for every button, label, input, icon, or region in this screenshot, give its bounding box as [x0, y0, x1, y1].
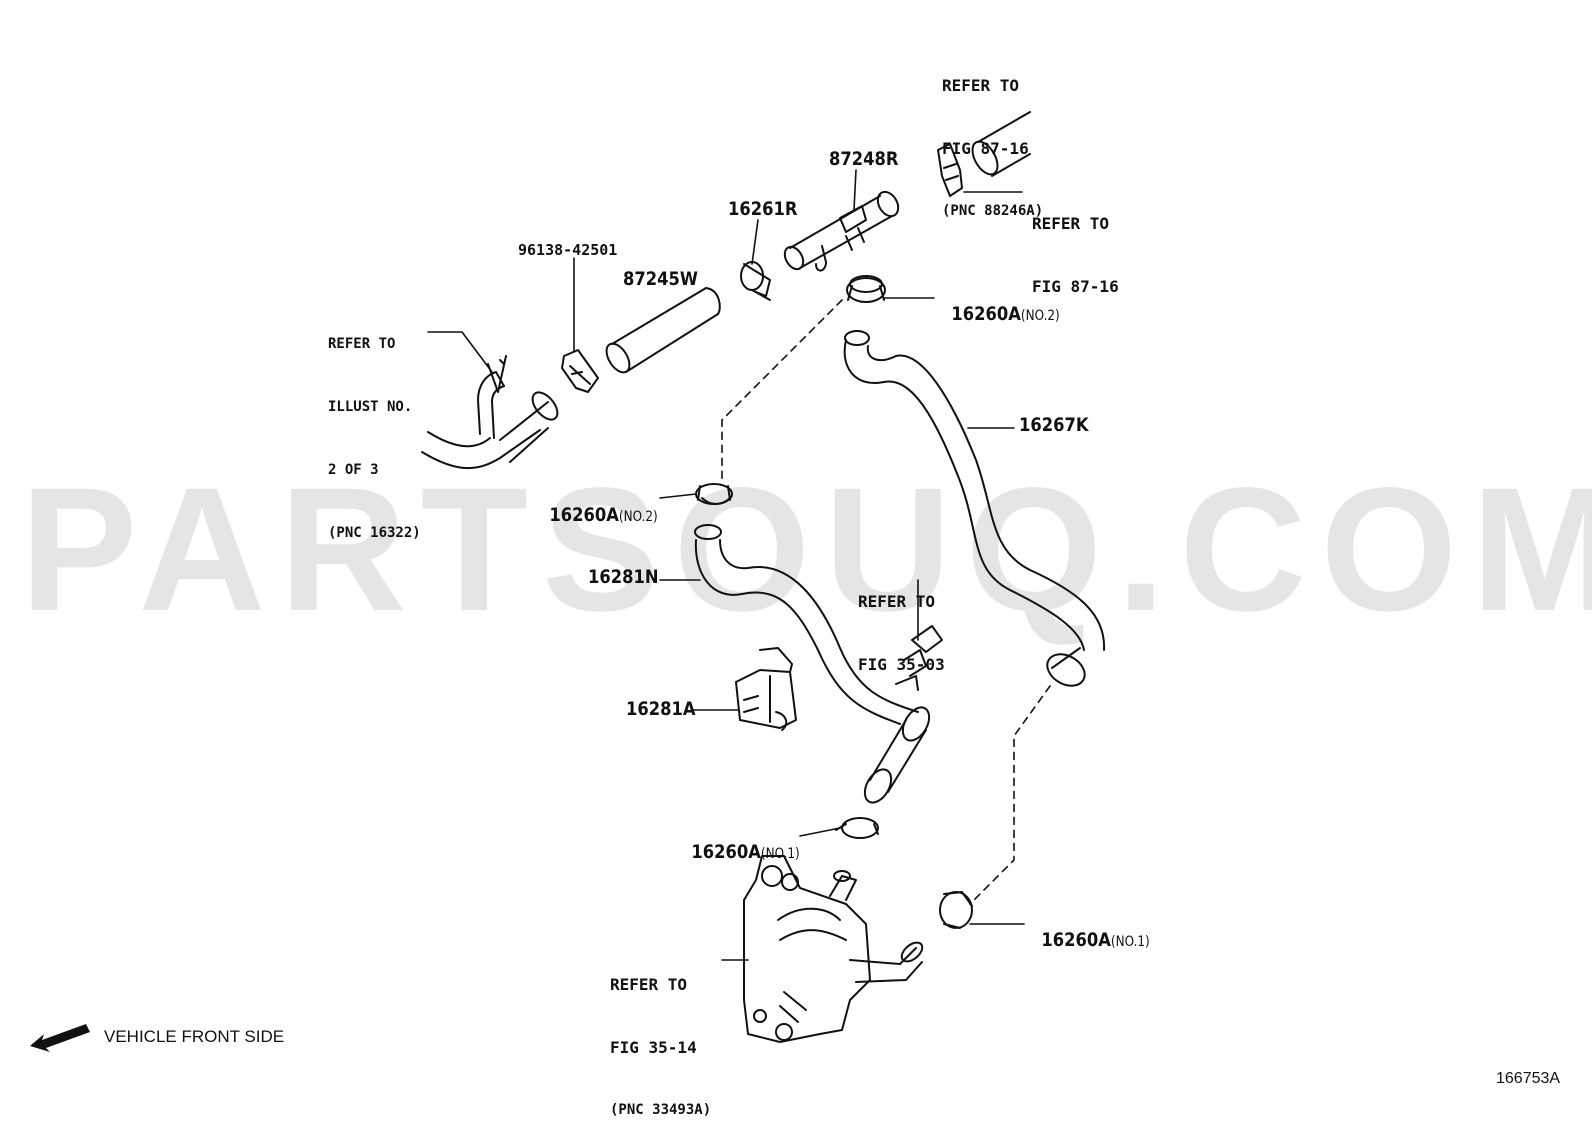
vehicle-front-arrow-icon [30, 1024, 90, 1052]
clamp-16260A-top [846, 275, 886, 303]
label-16267K: 16267K [1019, 414, 1089, 436]
label-96138-42501: 96138-42501 [518, 241, 618, 259]
clamp-16260A-right [939, 891, 973, 929]
ref-fig35-14-line-2: FIG 35-14 [610, 1038, 697, 1057]
label-16260A-low-number: 16260A [691, 841, 761, 863]
watermark: PARTSOUQ.COM [20, 452, 1592, 648]
label-16260A-mid-number: 16260A [549, 504, 619, 526]
ref-illust-line-1: REFER TO [328, 336, 396, 352]
figure-id: 166753A [1496, 1070, 1561, 1087]
hose-16267K [843, 330, 1106, 687]
label-16260A-mid: 16260A(NO.2) [538, 487, 658, 526]
oil-cooler [743, 855, 924, 1043]
ref-fig87-top-note: REFER TO FIG 87-16 (PNC 88246A) [942, 33, 1043, 243]
label-16260A-right: 16260A(NO.1) [1030, 912, 1150, 951]
label-87248R: 87248R [829, 148, 899, 170]
ref-fig35-14-note: REFER TO FIG 35-14 (PNC 33493A) [610, 932, 711, 1142]
label-16260A-right-note: (NO.1) [1110, 934, 1150, 950]
ref-illust-line-4: (PNC 16322) [328, 525, 421, 541]
bracket-16281A [735, 647, 797, 731]
hose-87245W [605, 287, 721, 374]
ref-fig35-14-line-1: REFER TO [610, 975, 688, 994]
label-16260A-low: 16260A(NO.1) [680, 824, 800, 863]
connector-87248R [783, 190, 900, 272]
ref-fig87-right-line-1: REFER TO [1032, 214, 1110, 233]
hose-clip-96138 [561, 349, 599, 393]
clip-35-03 [895, 625, 943, 691]
ref-fig35-03-line-2: FIG 35-03 [858, 655, 945, 674]
label-16260A-mid-note: (NO.2) [618, 509, 658, 525]
label-16260A-top-number: 16260A [951, 303, 1021, 325]
ref-fig87-right-line-2: FIG 87-16 [1032, 277, 1119, 296]
label-16281A: 16281A [626, 698, 696, 720]
ref-illust-line-3: 2 OF 3 [328, 462, 379, 478]
label-16260A-top-note: (NO.2) [1020, 308, 1060, 324]
ref-illust-note: REFER TO ILLUST NO. 2 OF 3 (PNC 16322) [328, 292, 421, 565]
ref-fig35-03-line-1: REFER TO [858, 592, 936, 611]
ref-fig35-14-line-3: (PNC 33493A) [610, 1102, 712, 1118]
ref-fig87-top-line-2: FIG 87-16 [942, 139, 1029, 158]
label-87245W: 87245W [623, 268, 698, 290]
clamp-16260A-mid [695, 483, 733, 505]
label-16281N: 16281N [588, 566, 659, 588]
clamp-16261R [740, 261, 771, 301]
vehicle-front-side-label: VEHICLE FRONT SIDE [104, 1027, 285, 1046]
hose-16281N [694, 524, 931, 804]
ref-fig87-right-note: REFER TO FIG 87-16 [1032, 171, 1119, 318]
label-16261R: 16261R [728, 198, 798, 220]
clamp-16260A-low [835, 817, 879, 839]
hose-end-top-right [971, 111, 1031, 177]
ref-fig87-top-line-3: (PNC 88246A) [942, 203, 1044, 219]
ref-illust-line-2: ILLUST NO. [328, 399, 413, 415]
label-16260A-top: 16260A(NO.2) [940, 286, 1060, 325]
ref-fig35-03-note: REFER TO FIG 35-03 [858, 549, 945, 696]
label-16260A-low-note: (NO.1) [760, 846, 800, 862]
ref-fig87-top-line-1: REFER TO [942, 76, 1020, 95]
parts-diagram [30, 111, 1106, 1052]
leader-lines [427, 169, 1025, 961]
heater-pipe-left [421, 355, 559, 470]
clip-top-right [937, 143, 963, 197]
label-16260A-right-number: 16260A [1041, 929, 1111, 951]
assembly-dashed-lines [721, 299, 1051, 905]
